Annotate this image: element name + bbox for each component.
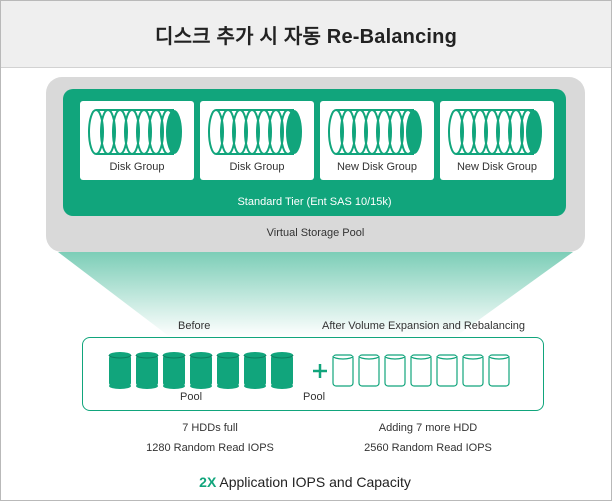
disk-group-label: New Disk Group bbox=[336, 161, 418, 173]
after-label: After Volume Expansion and Rebalancing bbox=[322, 320, 526, 332]
disk-group-label: New Disk Group bbox=[456, 161, 538, 173]
header-bar: 디스크 추가 시 자동 Re-Balancing bbox=[1, 1, 611, 68]
disk-stack-icon bbox=[88, 109, 182, 155]
disk-group-4: New Disk Group bbox=[440, 101, 554, 180]
disk-group-label: Disk Group bbox=[109, 161, 165, 173]
disk-stack-icon bbox=[328, 109, 422, 155]
pool-label: Virtual Storage Pool bbox=[266, 227, 365, 239]
disk-group-1: Disk Group bbox=[80, 101, 194, 180]
tier-label: Standard Tier (Ent SAS 10/15k) bbox=[237, 196, 392, 208]
pool-left-label: Pool bbox=[180, 391, 203, 403]
before-stats: 7 HDDs full 1280 Random Read IOPS bbox=[100, 418, 320, 458]
after-stats-line2: 2560 Random Read IOPS bbox=[364, 442, 492, 454]
summary: 2X Application IOPS and Capacity bbox=[0, 474, 610, 490]
after-stats-line1: Adding 7 more HDD bbox=[378, 422, 478, 434]
pool-right-label: Pool bbox=[303, 391, 326, 403]
before-stats-line1: 7 HDDs full bbox=[182, 422, 238, 434]
disk-group-2: Disk Group bbox=[200, 101, 314, 180]
disk-stack-icon bbox=[208, 109, 302, 155]
disk-stack-icon bbox=[448, 109, 542, 155]
disk-group-3: New Disk Group bbox=[320, 101, 434, 180]
summary-text: Application IOPS and Capacity bbox=[216, 474, 411, 490]
empty-disks bbox=[332, 354, 510, 387]
disk-group-label: Disk Group bbox=[229, 161, 285, 173]
full-disks bbox=[108, 352, 294, 389]
page-title: 디스크 추가 시 자동 Re-Balancing bbox=[154, 25, 458, 48]
plus-icon bbox=[313, 364, 327, 378]
before-label: Before bbox=[178, 320, 211, 332]
summary-accent: 2X bbox=[199, 474, 217, 490]
after-stats: Adding 7 more HDD 2560 Random Read IOPS bbox=[318, 418, 538, 458]
before-stats-line2: 1280 Random Read IOPS bbox=[146, 442, 274, 454]
